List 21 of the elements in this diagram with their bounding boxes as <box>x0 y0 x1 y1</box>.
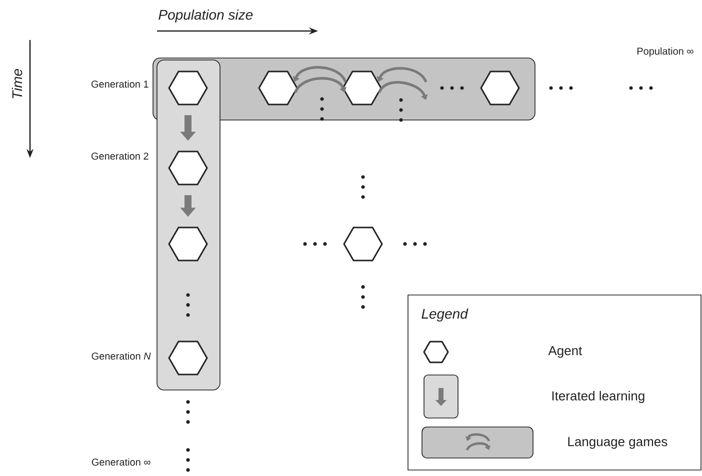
agent-hexagon <box>480 70 520 106</box>
legend-title: Legend <box>422 308 468 322</box>
legend-text: Language games <box>568 437 668 449</box>
generation-label: Generation 2 <box>92 152 148 160</box>
legend-text: Agent <box>548 346 582 358</box>
population-label: Population ∞ <box>637 47 694 57</box>
curved-arrow <box>294 77 347 94</box>
generation-label: Generation N <box>92 352 151 360</box>
agent-hexagon <box>168 226 208 262</box>
generation-label: Generation 1 <box>92 80 148 88</box>
agent-hexagon <box>168 70 208 106</box>
agent-hexagon <box>342 70 382 106</box>
agent-hexagon <box>343 226 383 262</box>
agent-hexagon <box>168 150 208 186</box>
agent-hexagon <box>258 70 298 106</box>
axis-label: Population size <box>158 9 253 23</box>
legend-text: Iterated learning <box>552 390 644 404</box>
agent-hexagon <box>168 340 208 376</box>
generation-label: Generation ∞ <box>92 458 150 466</box>
axis-label: Time <box>12 69 22 98</box>
curved-arrow <box>378 81 428 100</box>
